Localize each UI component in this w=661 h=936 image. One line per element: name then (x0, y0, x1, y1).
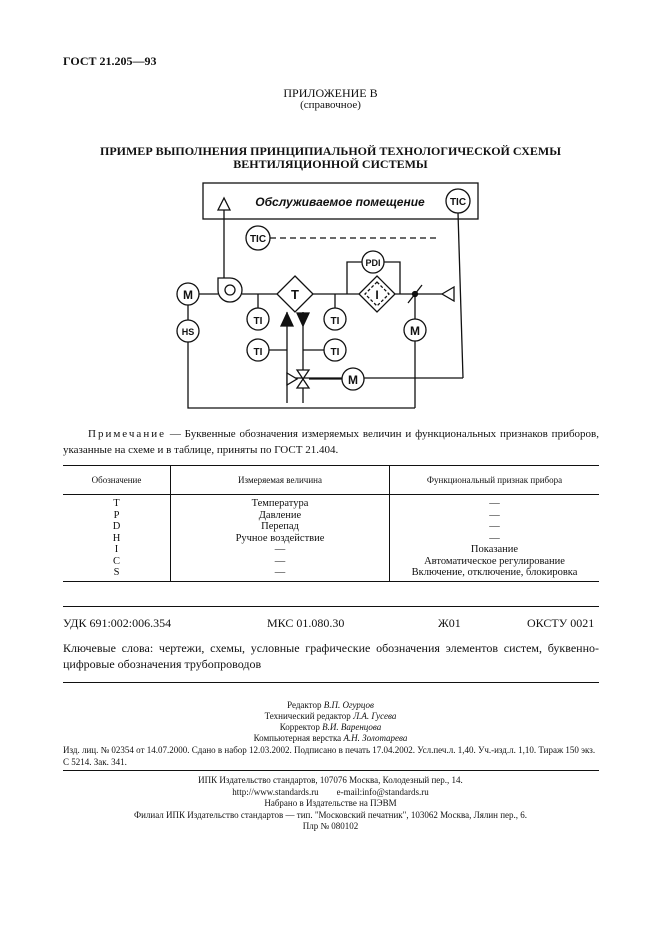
okstu-code: ОКСТУ 0021 (527, 616, 595, 630)
staff-line: Корректор В.И. Варенцова (279, 722, 382, 732)
table-row: I—Показание (63, 544, 599, 556)
imprint-details: Изд. лиц. № 02354 от 14.07.2000. Сдано в… (63, 745, 596, 767)
table-row: S—Включение, отключение, блокировка (63, 567, 599, 582)
svg-text:TI: TI (254, 347, 263, 358)
publisher-info: ИПК Издательство стандартов, 107076 Моск… (133, 775, 528, 831)
document-title: ПРИМЕР ВЫПОЛНЕНИЯ ПРИНЦИПИАЛЬНОЙ ТЕХНОЛО… (0, 145, 661, 171)
svg-text:TI: TI (331, 316, 340, 327)
note-text: — Буквенные обозначения измеряемых велич… (63, 428, 599, 456)
table-row: C—Автоматическое регулирование (63, 555, 599, 567)
room-label: Обслуживаемое помещение (255, 195, 425, 209)
staff-line: Технический редактор Л.А. Гусева (264, 711, 397, 721)
ventilation-scheme-diagram: Обслуживаемое помещение TIC TIC T I PDI … (176, 182, 479, 409)
return-flow-arrow-icon (295, 312, 311, 328)
control-valve-icon (295, 377, 311, 389)
udk-code: УДК 691:002:006.354 (63, 616, 172, 630)
svg-text:T: T (291, 287, 299, 302)
svg-text:PDI: PDI (365, 258, 380, 268)
mks-code: МКС 01.080.30 (267, 616, 345, 630)
svg-text:M: M (183, 288, 193, 302)
staff-line: Компьютерная верстка А.Н. Золотарева (253, 733, 408, 743)
note: Примечание — Буквенные обозначения измер… (63, 426, 599, 458)
divider (63, 606, 599, 607)
svg-text:TI: TI (254, 316, 263, 327)
divider (63, 770, 599, 771)
editorial-staff: Редактор В.П. Огурцов Технический редакт… (0, 700, 661, 744)
svg-text:TIC: TIC (450, 197, 466, 208)
divider (63, 682, 599, 683)
supply-arrow-icon (216, 196, 232, 211)
title-line-2: ВЕНТИЛЯЦИОННОЙ СИСТЕМЫ (233, 157, 428, 171)
fan-icon (217, 277, 243, 303)
air-filter (358, 275, 396, 313)
svg-text:I: I (375, 288, 378, 302)
note-label: Примечание (88, 428, 166, 440)
svg-text:M: M (410, 324, 420, 338)
keywords: Ключевые слова: чертежи, схемы, условные… (63, 641, 599, 671)
appendix-subtitle: (справочное) (300, 99, 361, 111)
serviced-room (202, 182, 479, 220)
staff-line: Редактор В.П. Огурцов (287, 700, 374, 710)
designations-table: Обозначение Измеряемая величина Функцион… (63, 465, 599, 582)
column-header-code: Обозначение (63, 465, 171, 495)
svg-text:TIC: TIC (250, 234, 266, 245)
group-code: Ж01 (438, 616, 461, 630)
supply-flow-arrow-icon (279, 311, 295, 327)
svg-text:TI: TI (331, 347, 340, 358)
ti-sensor-1 (246, 307, 270, 331)
standard-header: ГОСТ 21.205—93 (63, 54, 157, 68)
valve-motor (341, 367, 365, 391)
svg-text:M: M (348, 373, 358, 387)
column-header-quantity: Измеряемая величина (170, 465, 390, 495)
column-header-function: Функциональный признак прибора (389, 465, 599, 495)
appendix-title: ПРИЛОЖЕНИЕ В (283, 86, 378, 100)
air-heater (276, 275, 314, 313)
title-line-1: ПРИМЕР ВЫПОЛНЕНИЯ ПРИНЦИПИАЛЬНОЙ ТЕХНОЛО… (99, 144, 561, 158)
svg-text:HS: HS (182, 327, 195, 337)
intake-arrow-icon (440, 285, 455, 303)
ti-sensor-2 (323, 307, 347, 331)
